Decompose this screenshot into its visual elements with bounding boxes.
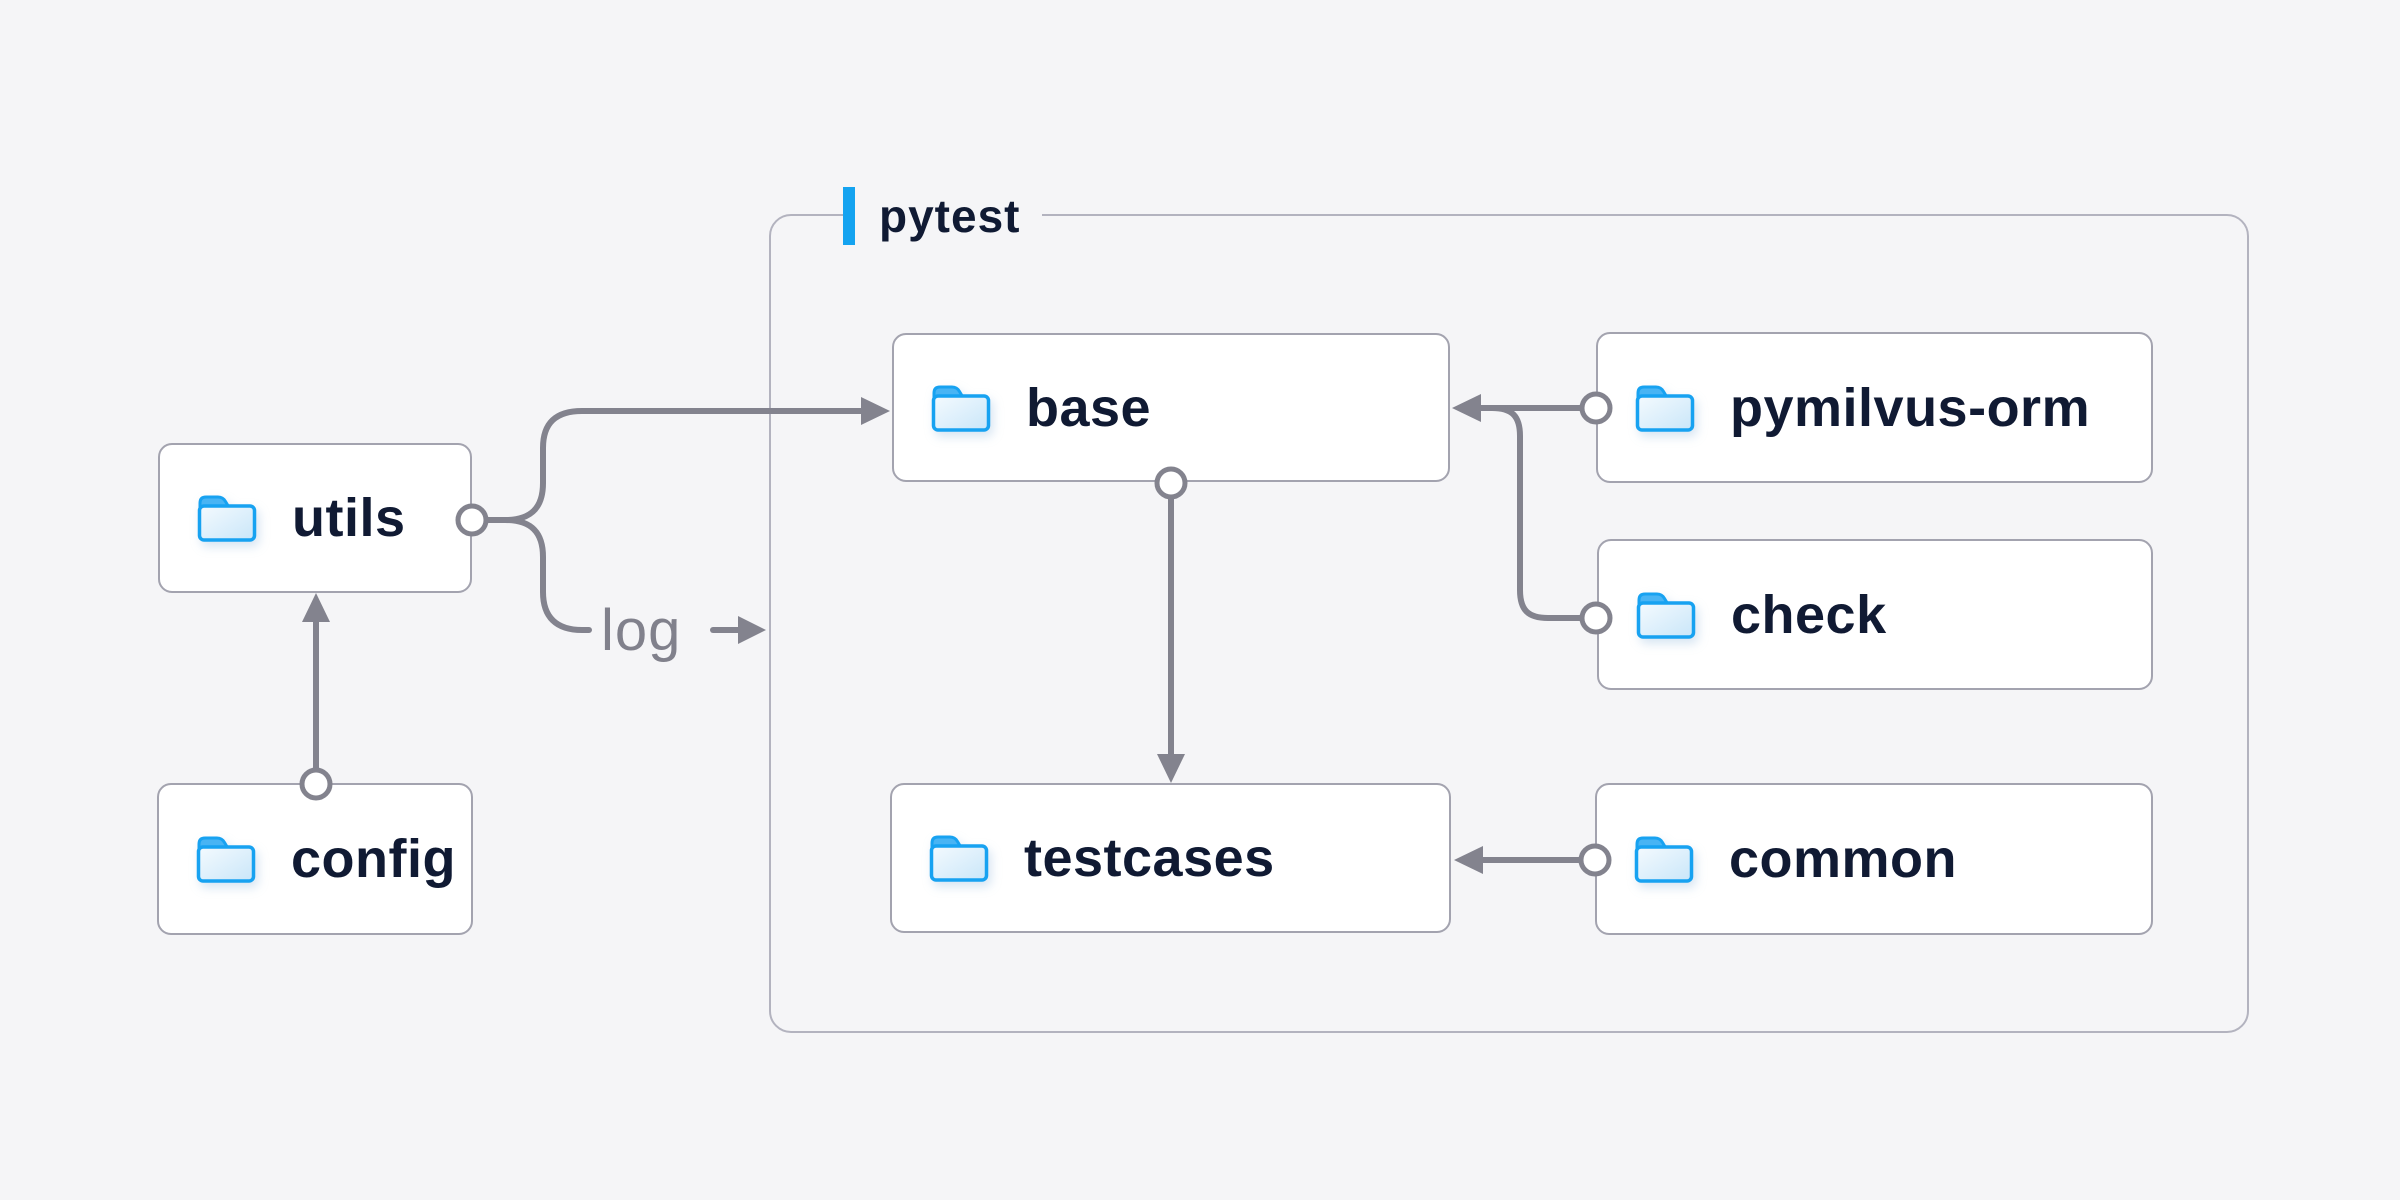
- node-label: common: [1729, 829, 1958, 889]
- node-base: base: [892, 333, 1450, 482]
- folder-icon: [930, 382, 992, 434]
- node-label: utils: [292, 488, 406, 548]
- node-config: config: [157, 783, 473, 935]
- node-label: pymilvus-orm: [1730, 377, 2091, 438]
- folder-icon: [1634, 382, 1696, 434]
- node-label: testcases: [1024, 828, 1275, 888]
- folder-icon: [928, 832, 990, 884]
- node-utils: utils: [158, 443, 472, 593]
- folder-icon: [1633, 833, 1695, 885]
- pytest-group-box: [769, 214, 2249, 1033]
- node-check: check: [1597, 539, 2153, 690]
- node-testcases: testcases: [890, 783, 1451, 933]
- folder-icon: [195, 833, 257, 885]
- edge-label-log: log: [601, 598, 682, 663]
- node-common: common: [1595, 783, 2153, 935]
- edge-config-utils: [299, 593, 333, 801]
- pytest-group-label: pytest: [843, 186, 1043, 246]
- node-label: base: [1026, 377, 1152, 438]
- folder-icon: [1635, 589, 1697, 641]
- folder-icon: [196, 492, 258, 544]
- node-label: check: [1731, 584, 1887, 645]
- accent-bar: [843, 187, 855, 245]
- node-label: config: [291, 829, 456, 889]
- group-title: pytest: [879, 190, 1021, 242]
- node-pymilvus-orm: pymilvus-orm: [1596, 332, 2153, 483]
